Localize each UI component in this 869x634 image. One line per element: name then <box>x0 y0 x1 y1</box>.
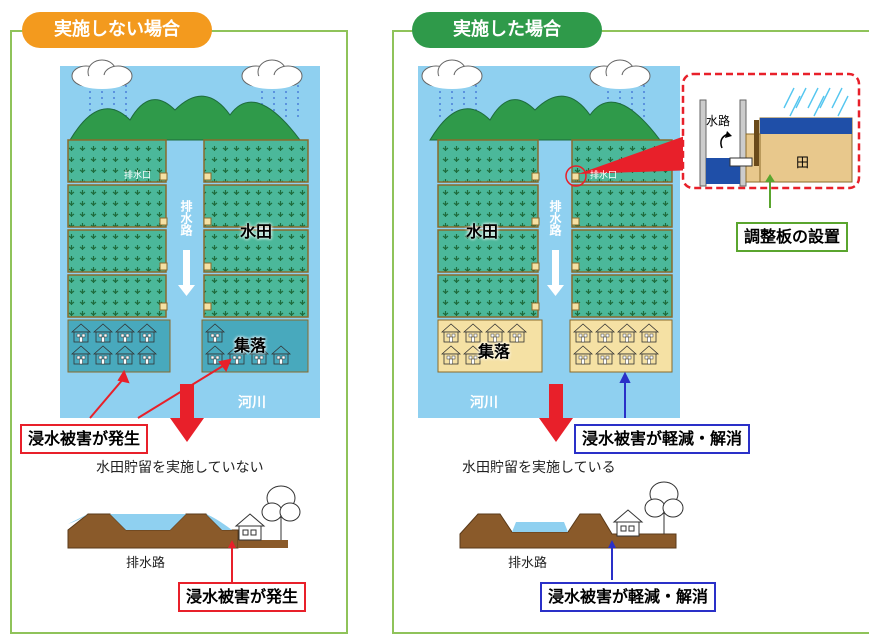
right-pointer-arrows <box>619 371 631 418</box>
right-caption: 水田貯留を実施している <box>462 460 616 476</box>
left-callout-top: 浸水被害が発生 <box>20 424 149 454</box>
right-river-label: 河川 <box>470 395 498 411</box>
right-landscape <box>418 59 680 418</box>
inset-channel-label: 水路 <box>706 114 731 128</box>
left-caption: 水田貯留を実施していない <box>96 460 264 476</box>
inset-pointer-wedge <box>578 132 696 174</box>
left-down-arrow <box>170 384 204 442</box>
right-paddy-label: 水田 <box>466 222 499 241</box>
right-settlement-label: 集落 <box>478 342 511 361</box>
right-outlet-label: 排水口 <box>590 171 618 181</box>
inset-field-label: 田 <box>796 156 810 171</box>
flood-diagram <box>60 59 861 584</box>
inset-callout: 調整板の設置 <box>736 222 849 252</box>
left-paddy-label: 水田 <box>240 222 273 241</box>
left-landscape <box>60 59 320 418</box>
left-outlet-label: 排水口 <box>124 171 152 181</box>
inset-panel <box>681 72 861 208</box>
left-cross-section <box>67 485 301 584</box>
left-section-drain-label: 排水路 <box>126 556 166 571</box>
right-section-drain-label: 排水路 <box>508 556 548 571</box>
right-callout-bottom: 浸水被害が軽減・解消 <box>540 582 717 612</box>
right-cross-section <box>459 481 684 580</box>
right-callout-top: 浸水被害が軽減・解消 <box>574 424 751 454</box>
right-title: 実施した場合 <box>412 12 602 48</box>
left-drain-label: 排水路 <box>179 200 193 236</box>
left-river-label: 河川 <box>238 395 266 411</box>
left-settlement-label: 集落 <box>234 336 267 355</box>
right-drain-label: 排水路 <box>548 200 562 236</box>
right-down-arrow <box>539 384 573 442</box>
left-callout-bottom: 浸水被害が発生 <box>178 582 307 612</box>
left-title: 実施しない場合 <box>22 12 212 48</box>
